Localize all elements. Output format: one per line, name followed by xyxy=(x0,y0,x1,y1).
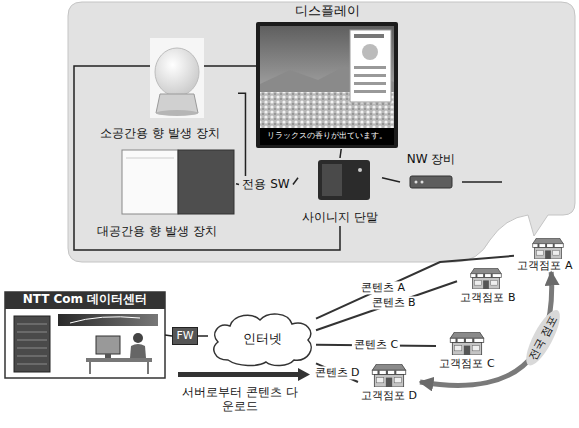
store-box: 고객점포 C xyxy=(436,330,498,370)
display-picture-part xyxy=(260,26,394,128)
store-box: 고객점포 A xyxy=(514,236,576,272)
node-text: 전용 SW xyxy=(242,177,289,191)
datacenter-picture-part xyxy=(5,292,165,309)
node-text: 대공간용 향 발생 장치 xyxy=(97,224,216,238)
nationwide-arrow xyxy=(420,272,552,385)
shop-icon xyxy=(471,268,502,289)
callout-panel xyxy=(68,2,575,262)
download-arrow xyxy=(178,368,310,381)
shop-icon xyxy=(533,238,564,259)
network-device-box: NW 장비 xyxy=(400,152,462,192)
node-text: 인터넷 xyxy=(243,331,282,347)
network-line xyxy=(165,335,172,336)
signage-terminal-picture-part xyxy=(322,164,342,196)
display-picture xyxy=(256,22,398,148)
node-text: NTT Com 데이터센터 xyxy=(23,292,148,306)
datacenter-picture-part xyxy=(17,364,47,365)
large-diffuser-picture-part xyxy=(126,158,174,159)
datacenter-picture-part xyxy=(58,314,158,326)
network-device-picture-part xyxy=(410,176,452,188)
node-text: 디스플레이 xyxy=(295,3,360,19)
datacenter-picture-part xyxy=(17,332,47,333)
node-text: 사이니지 단말 xyxy=(302,210,378,224)
store-box: 고객점포 B xyxy=(457,266,519,304)
datacenter-picture-part xyxy=(89,362,91,374)
device-box: 소공간용 향 발생 장치 xyxy=(82,36,238,140)
small-diffuser-picture-part xyxy=(150,38,204,118)
datacenter-picture xyxy=(5,292,165,378)
edge-label: 콘텐츠 D xyxy=(313,366,362,379)
cloud-shape xyxy=(214,314,311,366)
network-device-picture-part xyxy=(421,181,424,184)
datacenter-picture-part xyxy=(105,354,111,358)
display-picture-part xyxy=(354,34,384,38)
display-picture-part xyxy=(354,66,386,69)
network-cable xyxy=(462,181,502,183)
datacenter-picture-part xyxy=(70,317,140,323)
signage-terminal-picture xyxy=(318,160,370,200)
display-picture-part xyxy=(354,90,386,93)
node-text: FW xyxy=(176,329,193,342)
display-picture-part xyxy=(260,128,394,145)
large-diffuser-picture xyxy=(122,150,234,214)
datacenter-picture-part xyxy=(14,316,50,372)
display-picture-part xyxy=(256,22,398,148)
content-line xyxy=(316,281,457,330)
datacenter-box: NTT Com 데이터센터 xyxy=(5,292,165,378)
datacenter-picture-part xyxy=(17,356,47,357)
edge-label: 전국 점포 xyxy=(520,306,566,369)
datacenter-picture-part xyxy=(96,336,120,354)
screen-caption: リラックスの香りが出ています。 xyxy=(260,131,394,141)
small-diffuser-picture-part xyxy=(155,48,199,96)
datacenter-picture-part xyxy=(17,324,47,325)
display-picture-part xyxy=(362,44,378,60)
firewall-box: FW xyxy=(172,327,198,345)
cable-line xyxy=(236,183,239,185)
edge-label: 콘텐츠 C xyxy=(352,339,400,352)
datacenter-picture-part xyxy=(130,344,146,358)
terminal-box: 사이니지 단말 xyxy=(298,158,382,224)
datacenter-picture-part xyxy=(17,348,47,349)
datacenter-picture-part xyxy=(17,340,47,341)
edge-label: 콘텐츠 B xyxy=(370,297,418,310)
switch-label-box: 전용 SW xyxy=(239,176,293,193)
download-note: 서버로부터 콘텐츠 다운로드 xyxy=(182,385,298,414)
shop-icon xyxy=(450,332,483,355)
shop-icon xyxy=(372,364,405,387)
cable-line xyxy=(293,178,298,185)
node-text: NW 장비 xyxy=(407,152,456,166)
cable-line xyxy=(382,178,400,182)
device-box: 대공간용 향 발생 장치 xyxy=(78,146,236,238)
cable-line xyxy=(238,93,245,176)
display-picture-part xyxy=(354,82,386,85)
cable-line xyxy=(340,149,341,158)
node-text: 고객점포 C xyxy=(439,357,494,370)
network-device-picture xyxy=(410,176,452,188)
node-text: 고객점포 D xyxy=(361,389,417,402)
network-line xyxy=(198,335,208,337)
signage-terminal-picture-part xyxy=(358,168,362,172)
network-device-picture-part xyxy=(415,181,418,184)
display-picture-part xyxy=(354,74,386,77)
internet-cloud: 인터넷 xyxy=(208,310,316,368)
datacenter-picture-part xyxy=(147,362,149,374)
small-diffuser-picture-part xyxy=(156,110,198,116)
datacenter-picture-part xyxy=(5,292,165,378)
large-diffuser-picture-part xyxy=(122,150,178,214)
node-text: 고객점포 B xyxy=(460,291,515,304)
node-text: 고객점포 A xyxy=(517,259,572,272)
small-diffuser-picture xyxy=(150,38,204,118)
datacenter-picture-part xyxy=(133,333,143,343)
display-box: 디스플레이 xyxy=(256,3,398,149)
content-line xyxy=(316,256,514,319)
node-text: 소공간용 향 발생 장치 xyxy=(100,126,219,140)
store-box: 고객점포 D xyxy=(358,362,420,402)
large-diffuser-picture-part xyxy=(178,150,234,214)
display-picture-part xyxy=(350,30,391,102)
edge-label: 콘텐츠 A xyxy=(359,281,407,294)
signage-terminal-picture-part xyxy=(318,160,370,200)
datacenter-picture-part xyxy=(86,358,152,362)
